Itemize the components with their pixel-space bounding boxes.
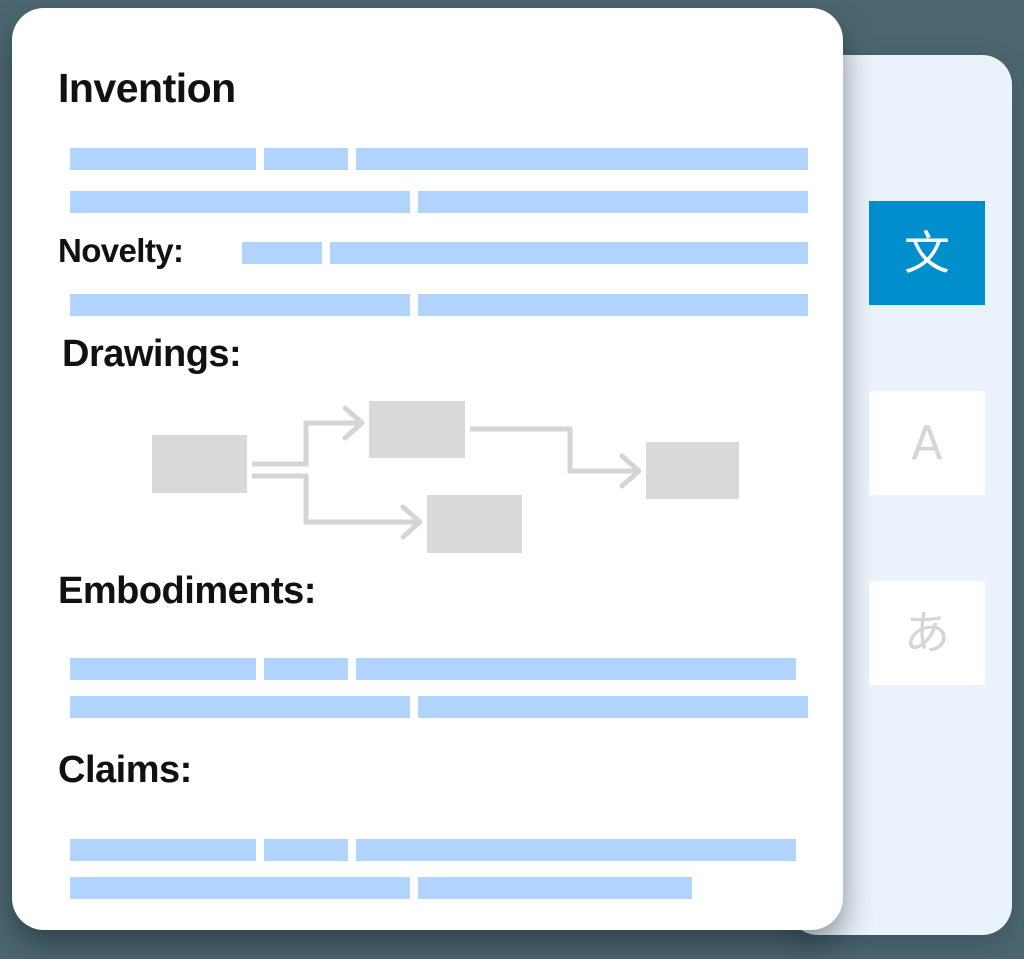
- placeholder-bar-invention-2: [356, 148, 808, 170]
- section-heading-embodiments: Embodiments:: [58, 570, 316, 612]
- process-box-bottom: [427, 495, 522, 553]
- placeholder-bar-novelty-0: [242, 242, 322, 264]
- input-box: [152, 435, 247, 493]
- placeholder-bar-claims-3: [70, 877, 410, 899]
- flow-boxes: [152, 401, 739, 553]
- language-button-chinese[interactable]: 文: [869, 201, 985, 305]
- section-heading-drawings: Drawings:: [62, 333, 242, 375]
- language-button-japanese[interactable]: あ: [869, 581, 985, 685]
- placeholder-bar-invention-0: [70, 148, 256, 170]
- placeholder-bar-claims-1: [264, 839, 348, 861]
- placeholder-bar-embodiments-2: [356, 658, 796, 680]
- placeholder-bar-invention-1: [264, 148, 348, 170]
- section-heading-invention: Invention: [58, 65, 236, 111]
- process-box-top: [369, 401, 465, 458]
- placeholder-bar-embodiments-4: [418, 696, 808, 718]
- placeholder-bar-novelty-3: [418, 294, 808, 316]
- section-heading-claims: Claims:: [58, 749, 192, 791]
- language-glyph-japanese: あ: [904, 606, 950, 660]
- placeholder-bar-claims-0: [70, 839, 256, 861]
- placeholder-bar-claims-2: [356, 839, 796, 861]
- patent-document-card: Invention Novelty: Drawings: Embodiments…: [12, 8, 843, 930]
- placeholder-bar-novelty-2: [70, 294, 410, 316]
- language-glyph-latin: A: [911, 416, 943, 470]
- placeholder-bar-invention-4: [418, 191, 808, 213]
- flow-connectors: [252, 405, 642, 540]
- placeholder-bar-invention-3: [70, 191, 410, 213]
- placeholder-bar-claims-4: [418, 877, 692, 899]
- section-heading-novelty: Novelty:: [58, 232, 184, 269]
- language-button-latin[interactable]: A: [869, 391, 985, 495]
- placeholder-bar-novelty-1: [330, 242, 808, 264]
- placeholder-bar-embodiments-3: [70, 696, 410, 718]
- placeholder-bar-embodiments-0: [70, 658, 256, 680]
- output-box: [646, 442, 739, 499]
- language-glyph-chinese: 文: [904, 226, 950, 280]
- placeholder-bar-embodiments-1: [264, 658, 348, 680]
